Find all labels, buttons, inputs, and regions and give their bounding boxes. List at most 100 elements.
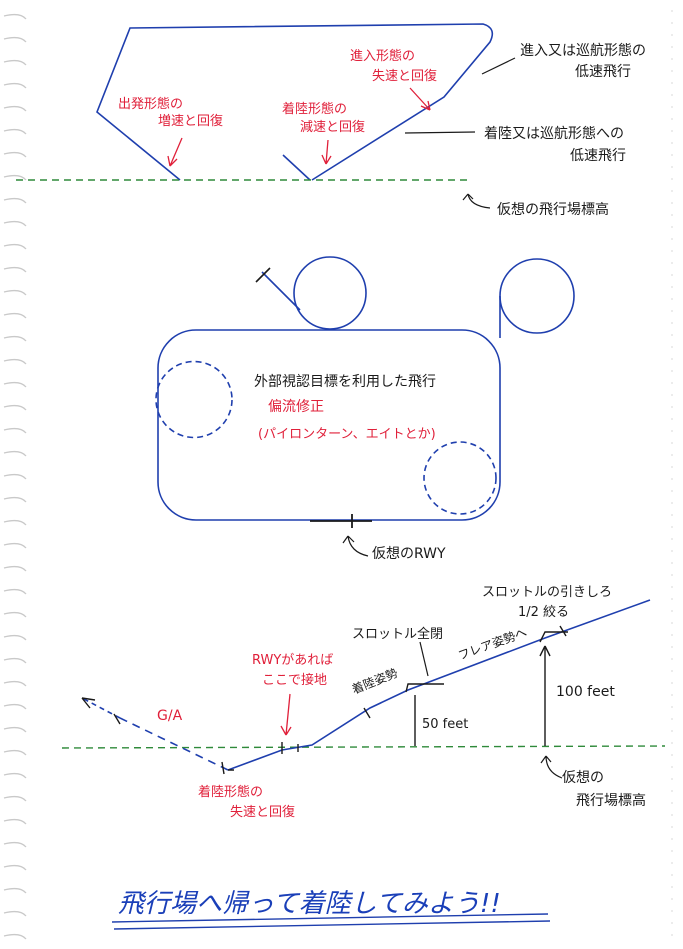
binder-curl [3,565,27,572]
label-100-feet: 100 feet [556,684,615,700]
pylon-circle-bottom-right [423,441,497,515]
height-100ft-arrow [539,645,551,657]
section-landing-approach: G/A RWYがあれば ここで接地 着陸形態の 失速と回復 着陸姿勢 スロットル… [61,585,666,820]
pylon-circle-top-left [293,256,367,330]
label-go-around: G/A [157,708,183,724]
binder-curl [3,657,27,664]
binder-curl [3,864,27,871]
label-pylon-eights: (パイロンターン、エイトとか) [258,427,436,442]
binder-curl [3,933,27,940]
ga-tick [113,713,121,725]
go-around-arrowhead [81,697,96,709]
label-ground-elevation-2a: 仮想の [562,770,604,786]
binder-curl [3,634,27,641]
binder-curl [3,312,27,319]
tick-ga-start [221,761,234,775]
label-landing-stall-2: 失速と回復 [230,804,295,820]
envelope-notch [282,154,311,181]
label-rwy-touchdown-2: ここで接地 [262,672,327,688]
label-virtual-rwy: 仮想のRWY [372,546,446,562]
label-rwy-touchdown-1: RWYがあれば [252,653,333,668]
binder-curl [3,358,27,365]
pointer-mid-right [404,131,476,134]
binder-curl [3,13,27,20]
pointer-rwy [342,535,369,557]
binder-curl [3,128,27,135]
pointer-ground-2 [540,755,563,779]
binder-curl [3,841,27,848]
label-landing-1: 着陸形態の [282,101,347,117]
binder-curl [3,266,27,273]
footer-underline-1 [111,913,549,923]
binder-curl [3,588,27,595]
binder-curl [3,197,27,204]
red-arrow-departure [167,137,183,167]
flight-envelope-outline [96,23,494,181]
label-landing-attitude: 着陸姿勢 [350,665,400,697]
binder-curl [3,749,27,756]
entry-track [261,271,301,311]
binder-curl [3,105,27,112]
binder-curl [3,542,27,549]
binder-curl [3,289,27,296]
label-departure-2: 増速と回復 [158,113,223,129]
red-arrow-approach [409,87,431,111]
binder-curl [3,427,27,434]
binder-curl [3,611,27,618]
binder-curl [3,381,27,388]
label-slow-flight-landing-1: 着陸又は巡航形態への [484,126,624,142]
label-wind-correction: 偏流修正 [268,399,324,415]
binder-curl [3,473,27,480]
pylon-circle-left [155,360,233,439]
tick-flare [363,707,371,719]
binder-curl [3,703,27,710]
label-flare-attitude: フレア姿勢へ [456,624,529,663]
binder-curl [3,910,27,917]
label-50-feet: 50 feet [422,717,468,732]
pointer-ground [462,193,491,209]
tick-throttle-half [539,625,568,643]
binder-curl [3,680,27,687]
binder-curl [3,726,27,733]
label-throttle-half-2: 1/2 絞る [518,605,569,620]
label-approach-2: 失速と回復 [372,68,437,84]
label-slow-flight-cruise-1: 進入又は巡航形態の [520,43,646,59]
binder-curl [3,220,27,227]
tick-touchdown [281,742,299,754]
label-slow-flight-cruise-2: 低速飛行 [575,64,631,80]
entry-tick [255,267,271,283]
label-slow-flight-landing-2: 低速飛行 [570,148,626,164]
label-ground-elevation-2b: 飛行場標高 [576,792,646,809]
footer-title: 飛行場へ帰って着陸してみよう!! [118,889,501,919]
binder-curl [3,887,27,894]
label-ground-reference: 外部視認目標を利用した飛行 [254,374,436,390]
pylon-circle-top-right [499,258,575,334]
go-around-arrow [81,697,121,719]
label-ground-elevation-1: 仮想の飛行場標高 [497,201,609,218]
label-landing-2: 減速と回復 [300,119,365,135]
binder-curl [3,772,27,779]
binder-curl [3,59,27,66]
red-arrow-landing [321,139,332,165]
binder-curl [3,151,27,158]
go-around-path [119,717,229,771]
tick-throttle-full [405,683,444,693]
binder-curl [3,36,27,43]
binder-margin [3,13,27,940]
section-ground-reference: 外部視認目標を利用した飛行 偏流修正 (パイロンターン、エイトとか) 仮想のRW… [155,256,575,562]
pointer-top-right [481,57,516,75]
binder-curl [3,496,27,503]
pointer-rwy-touchdown [280,693,292,736]
binder-curl [3,795,27,802]
label-approach-1: 進入形態の [350,48,415,64]
footer-title-block: 飛行場へ帰って着陸してみよう!! [111,889,551,930]
binder-curl [3,404,27,411]
binder-curl [3,174,27,181]
binder-curl [3,243,27,250]
pointer-throttle-full [419,641,429,677]
label-throttle-closed: スロットル全閉 [352,626,443,642]
traffic-pattern [157,329,501,521]
ground-line-2 [61,745,666,749]
binder-curl [3,82,27,89]
